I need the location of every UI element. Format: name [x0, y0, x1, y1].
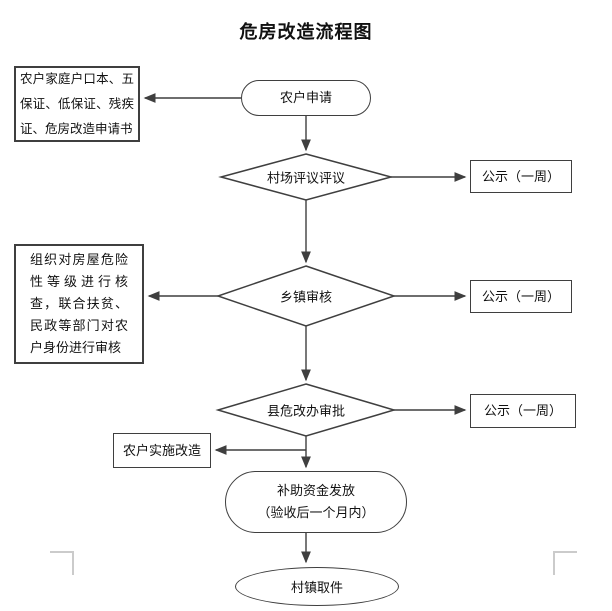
- diamond-village-review: [218, 153, 394, 201]
- node-publicity-2: 公示（一周）: [470, 280, 572, 313]
- township-review-label: 乡镇审核: [279, 289, 333, 305]
- node-publicity-1: 公示（一周）: [470, 160, 572, 193]
- node-farmer-apply: 农户申请: [241, 80, 371, 116]
- publicity-2-label: 公示（一周）: [481, 288, 560, 304]
- diamond-township-review: [215, 265, 397, 327]
- page-title: 危房改造流程图: [239, 22, 373, 42]
- village-review-label: 村场评议评议: [266, 170, 346, 186]
- node-publicity-3: 公示（一周）: [470, 394, 576, 428]
- diamond-county-approval: [215, 383, 397, 437]
- farmer-apply-label: 农户申请: [279, 90, 332, 105]
- subsidy-payment-label-line1: 补助资金发放: [276, 483, 355, 498]
- diamonds: [215, 153, 397, 437]
- publicity-1-label: 公示（一周）: [481, 168, 560, 184]
- node-application-documents: 农户家庭户口本、五保证、低保证、残疾证、危房改造申请书: [14, 66, 140, 142]
- node-pickup: 村镇取件: [235, 567, 399, 606]
- subsidy-payment-label-line2: （验收后一个月内）: [257, 505, 375, 520]
- node-implement-renovation: 农户实施改造: [113, 433, 211, 468]
- node-verification: 组织对房屋危险性等级进行核查，联合扶贫、民政等部门对农户身份进行审核: [14, 244, 144, 364]
- page-margin-mark-right: [553, 551, 577, 575]
- node-subsidy-payment: 补助资金发放 （验收后一个月内）: [225, 471, 407, 533]
- connectors: [143, 93, 467, 564]
- verification-label: 组织对房屋危险性等级进行核查，联合扶贫、民政等部门对农户身份进行审核: [30, 252, 128, 355]
- county-approval-label: 县危改办审批: [266, 403, 346, 419]
- page-margin-mark-left: [50, 551, 74, 575]
- pickup-label: 村镇取件: [290, 580, 343, 595]
- implement-renovation-label: 农户实施改造: [122, 442, 201, 458]
- publicity-3-label: 公示（一周）: [483, 403, 562, 418]
- application-documents-label: 农户家庭户口本、五保证、低保证、残疾证、危房改造申请书: [20, 71, 134, 136]
